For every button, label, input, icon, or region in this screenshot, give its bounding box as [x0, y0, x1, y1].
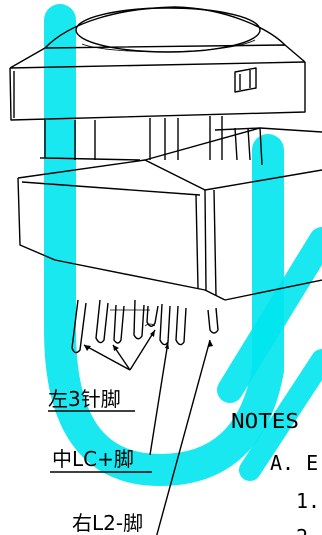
left-pin-label: 左3针脚 — [48, 387, 121, 411]
watermark — [44, 4, 322, 487]
notes-item-1: 1. — [296, 489, 320, 513]
switch-housing — [17, 127, 322, 301]
arrowheads — [84, 330, 213, 351]
right-pin-label: 右L2-脚 — [72, 511, 143, 535]
notes-heading: NOTES — [231, 409, 299, 433]
middle-pin-label: 中LC+脚 — [52, 447, 134, 471]
stem — [40, 116, 263, 166]
label-underlines — [48, 410, 152, 473]
switch-cap — [9, 6, 306, 121]
pins — [71, 299, 219, 354]
leader-lines — [83, 329, 211, 535]
cap-window — [234, 67, 257, 93]
notes-item-a: A. E — [270, 451, 318, 475]
notes-item-2: 2. — [296, 525, 320, 535]
